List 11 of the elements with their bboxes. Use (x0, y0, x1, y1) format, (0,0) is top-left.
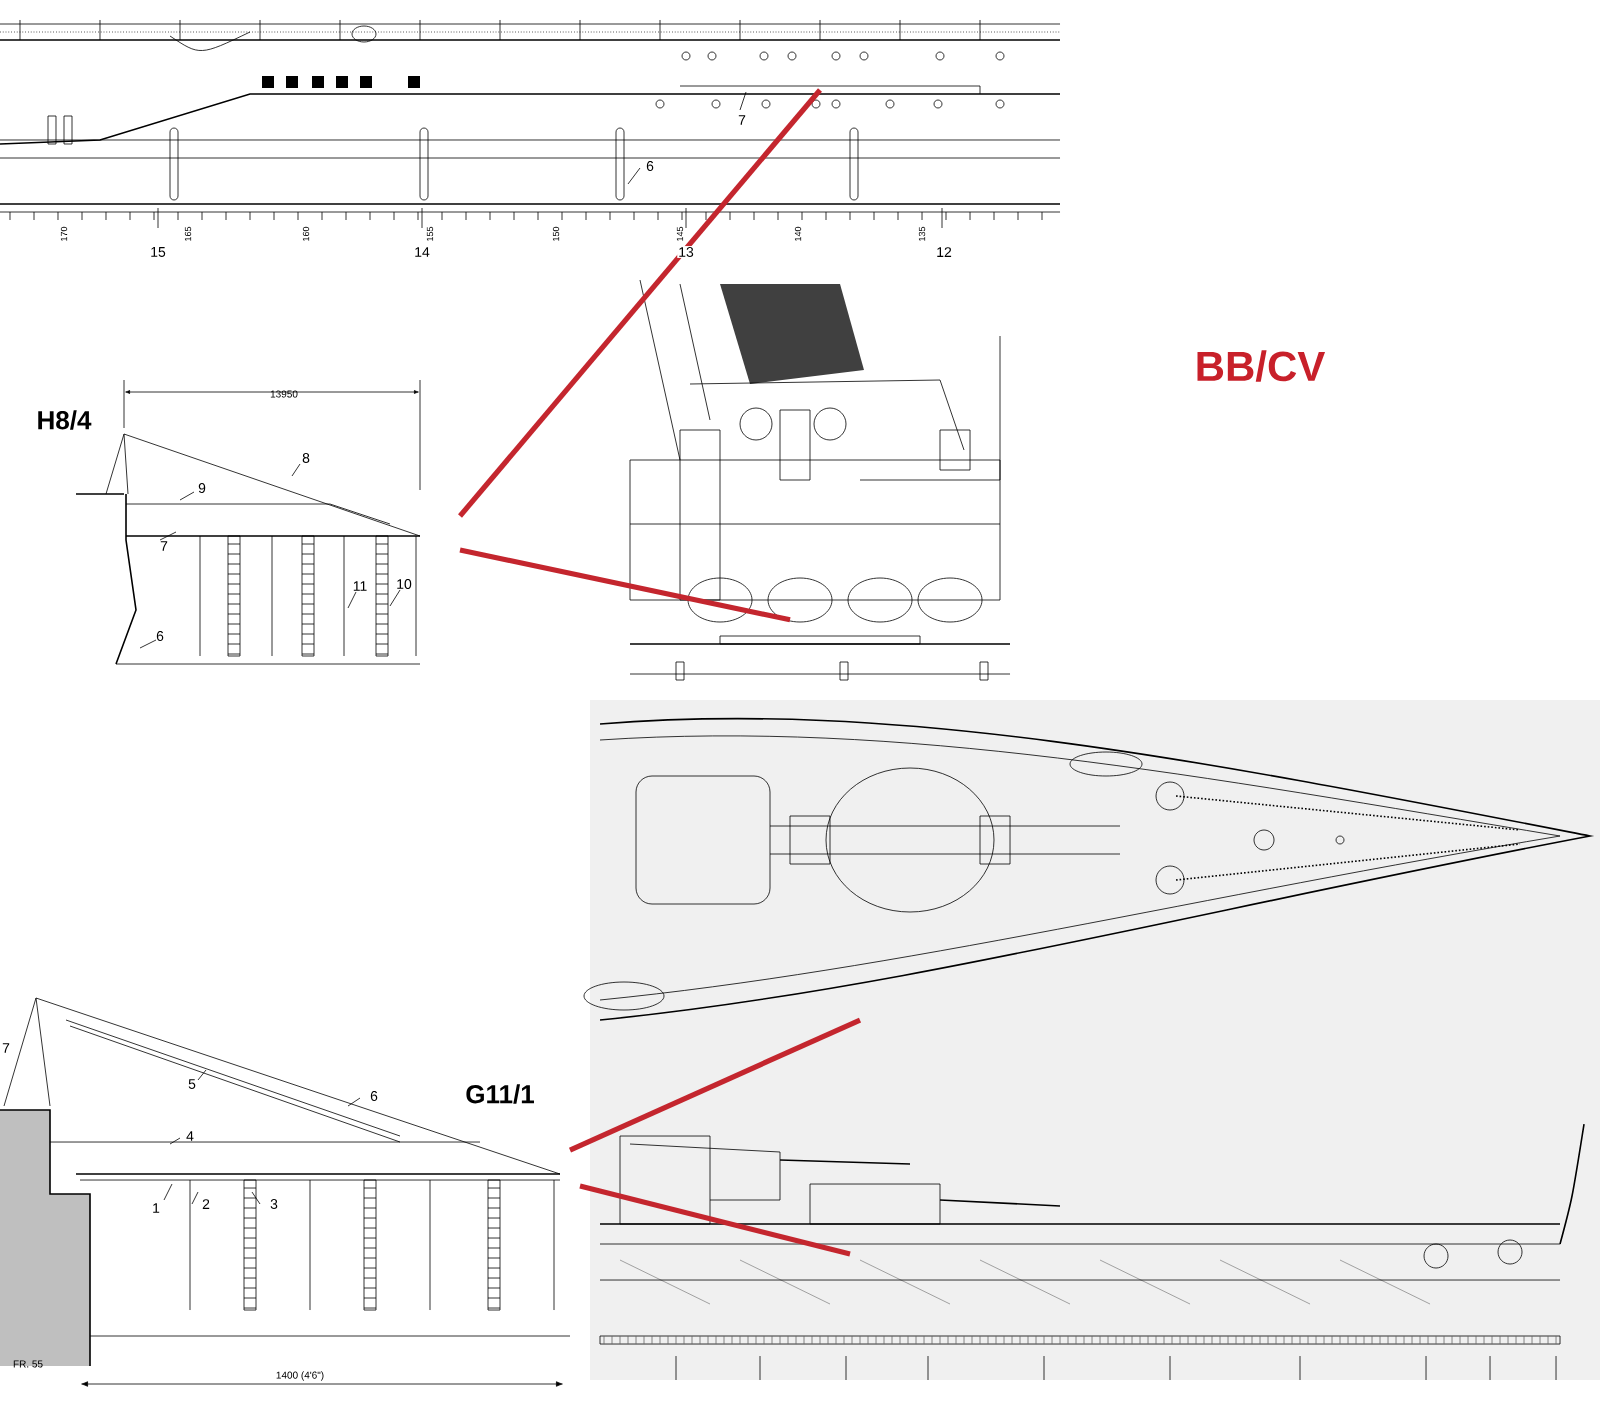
leader-line (568, 1017, 862, 1153)
drawing-title: G11/1 (466, 1084, 534, 1104)
leader-line (459, 547, 791, 623)
deck-profile-drawing (0, 19, 1061, 229)
deck-plan-drawing (583, 717, 1591, 1021)
heading: BB/CV (1197, 350, 1326, 382)
drawing-title: H8/4 (38, 410, 92, 430)
leader-line (579, 1183, 851, 1257)
hull-profile-drawing (599, 1123, 1585, 1381)
superstructure-drawing (629, 279, 1011, 681)
leader-line (458, 88, 822, 518)
